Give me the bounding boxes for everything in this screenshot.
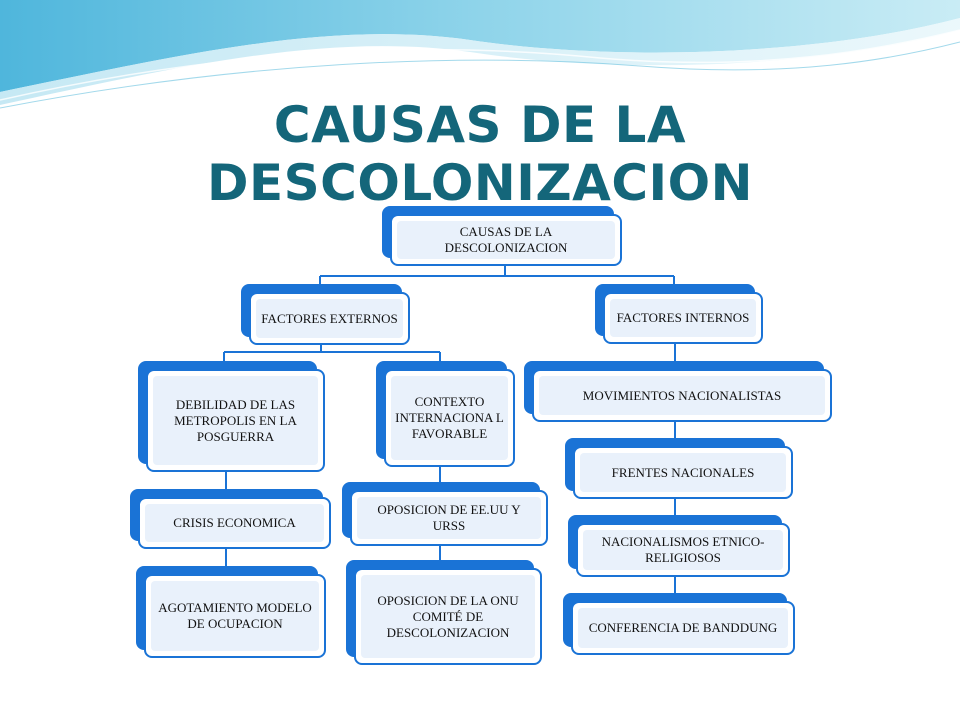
node-oposicion-eeuu-label: OPOSICION DE EE.UU Y URSS: [357, 497, 541, 539]
node-box: FACTORES INTERNOS: [603, 292, 763, 344]
node-box: AGOTAMIENTO MODELO DE OCUPACION: [144, 574, 326, 658]
node-root-label: CAUSAS DE LA DESCOLONIZACION: [397, 221, 615, 259]
node-box: OPOSICION DE EE.UU Y URSS: [350, 490, 548, 546]
node-box: NACIONALISMOS ETNICO-RELIGIOSOS: [576, 523, 790, 577]
node-box: CAUSAS DE LA DESCOLONIZACION: [390, 214, 622, 266]
node-agotamiento-label: AGOTAMIENTO MODELO DE OCUPACION: [151, 581, 319, 651]
connector-externos-branches: [223, 344, 441, 362]
node-contexto-label: CONTEXTO INTERNACIONA L FAVORABLE: [391, 376, 508, 460]
node-nacionalismos: NACIONALISMOS ETNICO-RELIGIOSOS: [568, 515, 790, 577]
node-agotamiento: AGOTAMIENTO MODELO DE OCUPACION: [136, 566, 326, 658]
node-box: FRENTES NACIONALES: [573, 446, 793, 499]
node-movimientos: MOVIMIENTOS NACIONALISTAS: [524, 361, 832, 422]
node-factores-internos: FACTORES INTERNOS: [595, 284, 763, 344]
node-debilidad-label: DEBILIDAD DE LAS METROPOLIS EN LA POSGUE…: [153, 376, 318, 465]
node-frentes: FRENTES NACIONALES: [565, 438, 793, 499]
node-debilidad: DEBILIDAD DE LAS METROPOLIS EN LA POSGUE…: [138, 361, 325, 472]
node-conferencia: CONFERENCIA DE BANDDUNG: [563, 593, 795, 655]
node-root: CAUSAS DE LA DESCOLONIZACION: [382, 206, 622, 266]
node-nacionalismos-label: NACIONALISMOS ETNICO-RELIGIOSOS: [583, 530, 783, 570]
node-box: CONFERENCIA DE BANDDUNG: [571, 601, 795, 655]
node-box: CRISIS ECONOMICA: [138, 497, 331, 549]
node-box: CONTEXTO INTERNACIONA L FAVORABLE: [384, 369, 515, 467]
header-wave-decoration: [0, 0, 960, 109]
node-box: FACTORES EXTERNOS: [249, 292, 410, 345]
node-box: MOVIMIENTOS NACIONALISTAS: [532, 369, 832, 422]
node-contexto: CONTEXTO INTERNACIONA L FAVORABLE: [376, 361, 515, 467]
node-box: DEBILIDAD DE LAS METROPOLIS EN LA POSGUE…: [146, 369, 325, 472]
node-crisis-label: CRISIS ECONOMICA: [145, 504, 324, 542]
node-movimientos-label: MOVIMIENTOS NACIONALISTAS: [539, 376, 825, 415]
node-box: OPOSICION DE LA ONU COMITÉ DE DESCOLONIZ…: [354, 568, 542, 665]
slide-title: CAUSAS DE LA DESCOLONIZACION: [206, 96, 753, 212]
connector-root-branches: [319, 265, 675, 286]
node-oposicion-eeuu: OPOSICION DE EE.UU Y URSS: [342, 482, 548, 546]
node-factores-internos-label: FACTORES INTERNOS: [610, 299, 756, 337]
node-oposicion-onu: OPOSICION DE LA ONU COMITÉ DE DESCOLONIZ…: [346, 560, 542, 665]
node-factores-externos: FACTORES EXTERNOS: [241, 284, 410, 345]
node-crisis: CRISIS ECONOMICA: [130, 489, 331, 549]
node-oposicion-onu-label: OPOSICION DE LA ONU COMITÉ DE DESCOLONIZ…: [361, 575, 535, 658]
node-frentes-label: FRENTES NACIONALES: [580, 453, 786, 492]
node-conferencia-label: CONFERENCIA DE BANDDUNG: [578, 608, 788, 648]
node-factores-externos-label: FACTORES EXTERNOS: [256, 299, 403, 338]
